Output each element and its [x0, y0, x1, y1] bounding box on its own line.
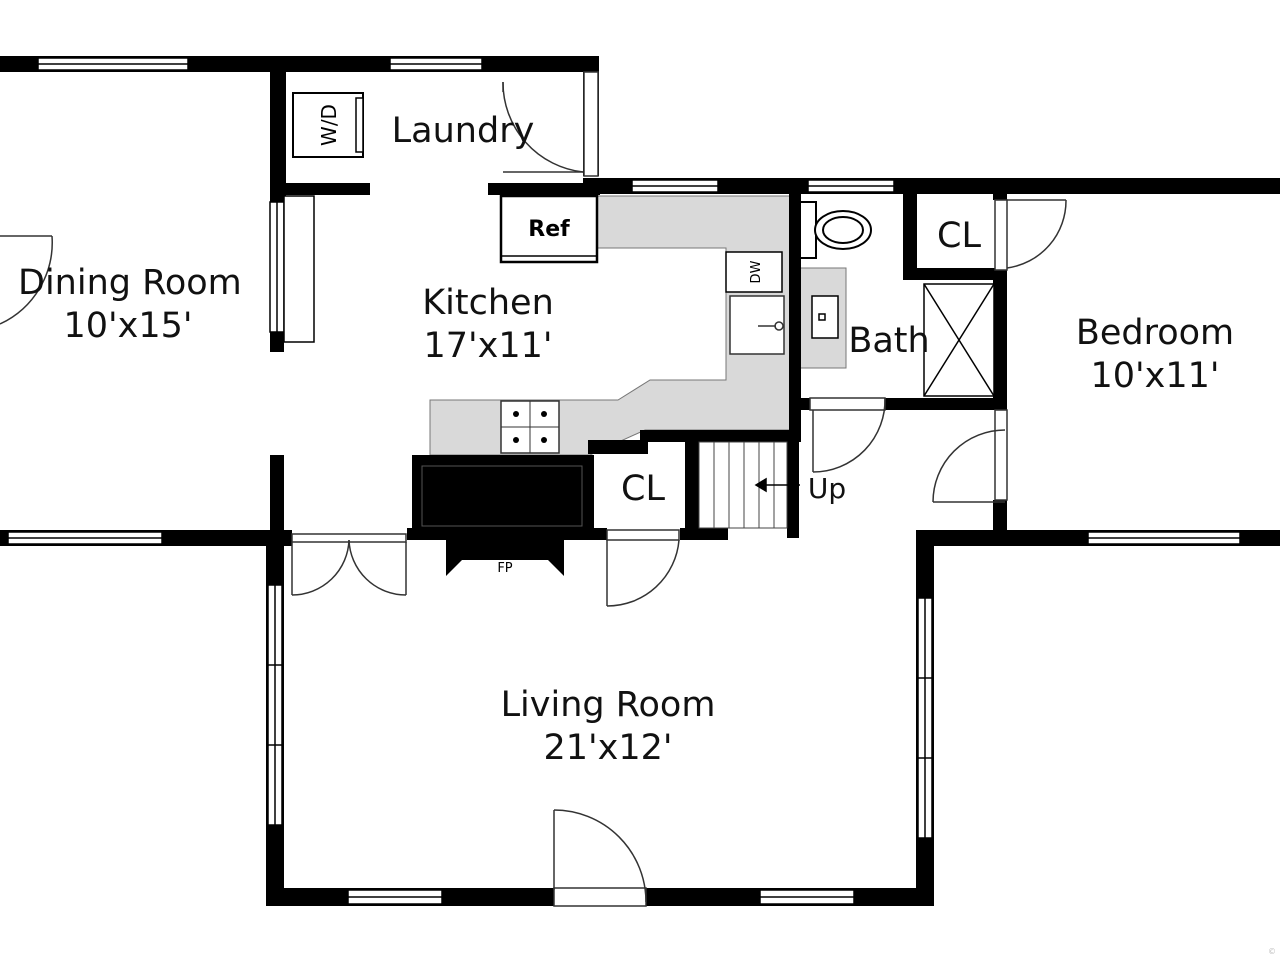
kitchen-dimensions: 17'x11': [423, 325, 553, 366]
fireplace-label: FP: [497, 561, 512, 576]
dining-room-dimensions: 10'x15': [63, 305, 193, 346]
living-room-dimensions: 21'x12': [543, 727, 673, 768]
bedroom-name: Bedroom: [1075, 313, 1235, 353]
bedroom-dimensions: 10'x11': [1090, 355, 1220, 396]
washer-dryer-icon: W/D: [292, 92, 364, 158]
bath-closet-label: CL: [928, 215, 990, 258]
bath-sink-icon: [811, 295, 839, 339]
stairs-label: Up: [802, 472, 852, 506]
refrigerator-icon: Ref: [499, 194, 599, 264]
pass-through-counter: [283, 195, 315, 343]
stairs-up-label: Up: [807, 472, 847, 505]
kitchen-label: Kitchen 17'x11': [400, 282, 576, 367]
kitchen-closet-name: CL: [621, 469, 665, 509]
dishwasher-label: DW: [749, 260, 764, 283]
shower-icon: [923, 283, 995, 397]
living-room-name: Living Room: [500, 685, 716, 725]
dishwasher-icon: DW: [725, 251, 783, 293]
bedroom-label: Bedroom 10'x11': [1060, 312, 1250, 397]
fireplace-inner: [421, 465, 583, 527]
stove-icon: [500, 400, 560, 454]
washer-dryer-label: W/D: [317, 104, 341, 146]
laundry-name: Laundry: [391, 111, 535, 151]
windows: [7, 57, 1241, 905]
dining-room-label: Dining Room 10'x15': [18, 262, 242, 347]
living-room-label: Living Room 21'x12': [488, 684, 728, 769]
kitchen-sink-icon: [729, 295, 785, 355]
refrigerator-label: Ref: [528, 217, 570, 242]
kitchen-closet-label: CL: [612, 468, 674, 511]
copyright-mark: ©: [1268, 947, 1276, 956]
stairs-arrow-icon: [754, 477, 800, 493]
kitchen-name: Kitchen: [422, 283, 554, 323]
doors: [0, 71, 1067, 907]
laundry-label: Laundry: [388, 110, 538, 153]
toilet-icon: [799, 201, 872, 259]
dining-room-name: Dining Room: [18, 263, 242, 303]
bath-name: Bath: [848, 321, 930, 361]
bath-label: Bath: [846, 320, 932, 363]
bath-closet-name: CL: [937, 216, 981, 256]
